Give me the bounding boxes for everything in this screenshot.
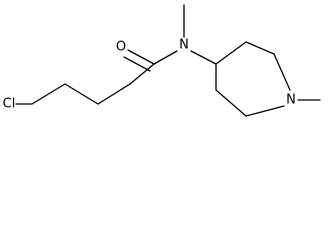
bond-ring-c3-c2 (245, 41, 275, 55)
bond-carbonyl-o-2 (123, 56, 151, 72)
atom-label-amide-nitrogen: N (179, 38, 189, 53)
bond-ring-c2-n (273, 53, 291, 91)
chemical-structure-diagram: Cl O N N (3, 4, 321, 117)
bond-carbonyl-o-1 (127, 49, 155, 65)
bond-ring-c4-c3 (215, 41, 247, 65)
atom-label-oxygen: O (116, 40, 126, 55)
atom-label-ring-nitrogen: N (286, 93, 296, 108)
bond-n-ring (190, 50, 217, 65)
bond-c4-carbonyl (129, 63, 155, 85)
bond-ring-n-c6 (245, 105, 285, 117)
bond-c3-c4 (97, 83, 131, 105)
atom-label-chlorine: Cl (3, 97, 16, 112)
bond-c1-c2 (31, 83, 66, 105)
bond-carbonyl-n (153, 50, 178, 65)
bond-c2-c3 (64, 83, 99, 105)
bond-ring-c6-c5 (215, 89, 247, 117)
